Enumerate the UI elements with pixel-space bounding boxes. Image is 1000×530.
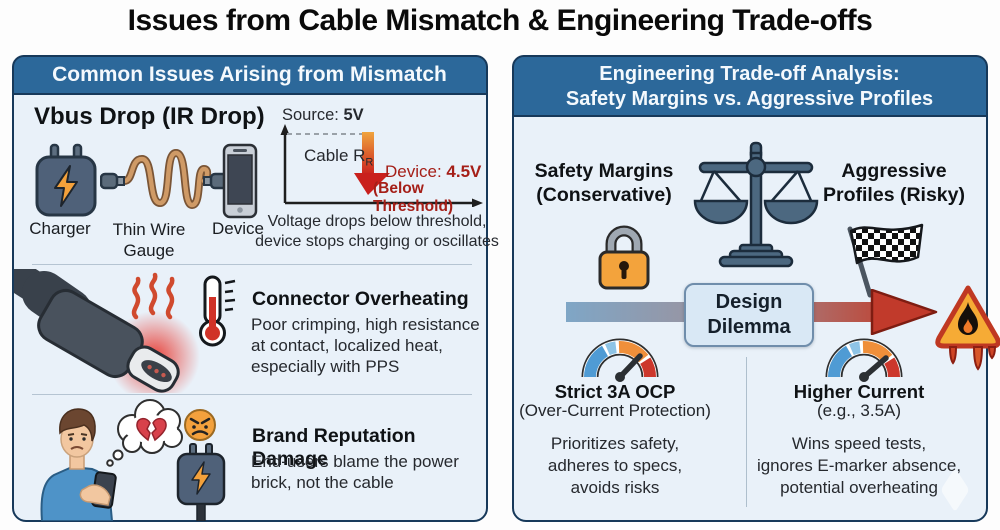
graph-device-value: Device: 4.5V	[385, 162, 482, 181]
checkered-flag-icon	[847, 223, 924, 298]
thought-bubble-broken-heart-icon	[106, 399, 183, 467]
left-panel: Common Issues Arising from Mismatch Vbus…	[11, 54, 499, 522]
gauge-icon	[825, 338, 903, 382]
graph-cable-label: Cable RR	[304, 146, 374, 169]
vbus-heading: Vbus Drop (IR Drop)	[34, 103, 265, 130]
strict-ocp-title: Strict 3A OCP	[554, 381, 676, 402]
right-panel-header: Engineering Trade-off Analysis: Safety M…	[511, 54, 988, 117]
wire-label: Thin Wire Gauge	[112, 220, 186, 260]
higher-current-subtitle: (e.g., 3.5A)	[816, 401, 902, 420]
thin-wire-icon	[100, 148, 228, 210]
higher-current-title: Higher Current	[793, 381, 925, 402]
strict-ocp-subtitle: (Over-Current Protection)	[519, 401, 711, 420]
fire-warning-sign-icon	[935, 285, 1000, 371]
section-divider	[32, 394, 472, 395]
safe-points: Prioritizes safety, adheres to specs, av…	[547, 434, 683, 497]
graph-caption: Voltage drops below threshold, device st…	[255, 213, 499, 250]
column-divider	[746, 357, 747, 507]
gauge-icon	[581, 338, 659, 382]
voltage-drop-graph	[280, 124, 483, 207]
page-title: Issues from Cable Mismatch & Engineering…	[127, 4, 873, 37]
graph-below-threshold: (Below Threshold)	[373, 180, 454, 215]
smartphone-icon	[222, 143, 258, 219]
balance-scale-icon	[693, 141, 819, 268]
overheating-heading: Connector Overheating	[252, 288, 469, 310]
device-label: Device	[212, 219, 264, 238]
padlock-icon	[598, 225, 650, 290]
voltage-drop-arrow-icon	[362, 132, 374, 175]
charger-icon	[35, 143, 97, 217]
graph-source-label: Source: 5V	[282, 106, 364, 124]
design-dilemma-box: Design Dilemma	[684, 283, 814, 347]
frustrated-user-icon	[40, 399, 226, 521]
reputation-body: End-users blame the power brick, not the…	[251, 452, 459, 492]
safety-margins-label: Safety Margins (Conservative)	[534, 160, 674, 206]
left-panel-header: Common Issues Arising from Mismatch	[11, 54, 488, 95]
usbc-connector-hot-icon	[14, 269, 236, 393]
heat-waves-icon	[131, 272, 175, 320]
risky-points: Wins speed tests, ignores E-marker absen…	[756, 434, 962, 497]
aggressive-profiles-label: Aggressive Profiles (Risky)	[823, 160, 965, 206]
right-panel: Engineering Trade-off Analysis: Safety M…	[511, 54, 1000, 522]
reputation-heading: Brand Reputation Damage	[252, 425, 416, 470]
angry-emoji-icon	[184, 409, 216, 441]
section-divider	[32, 264, 472, 265]
charger-label: Charger	[29, 219, 91, 238]
thermometer-icon	[199, 275, 236, 347]
overheating-body: Poor crimping, high resistance at contac…	[251, 315, 480, 376]
power-brick-icon	[176, 443, 226, 521]
